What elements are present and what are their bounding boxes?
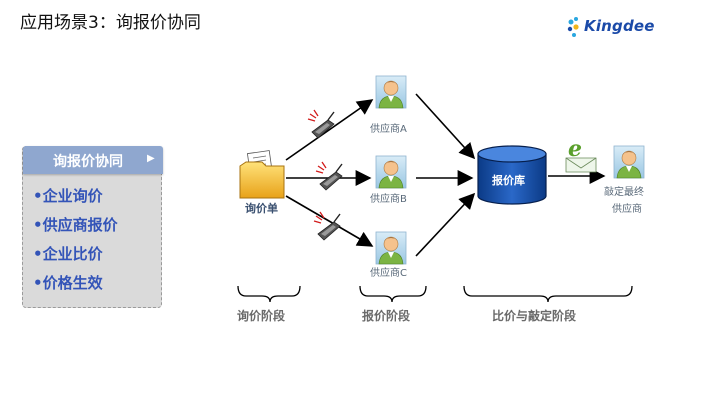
supplier-c-avatar-icon (375, 231, 407, 265)
quote-database-icon (477, 145, 547, 205)
chevron-right-icon: ▶ (147, 153, 155, 164)
panel-header-label: 询报价协同 (53, 154, 123, 170)
compare-stage-label: 比价与敲定阶段 (492, 308, 577, 323)
email-icon: e (565, 136, 597, 173)
logo-dots-icon (567, 17, 579, 37)
arrow-c-to-db (415, 192, 476, 257)
svg-text:e: e (568, 136, 582, 162)
kingdee-logo: Kingdee (566, 14, 706, 42)
logo-text: Kingdee (584, 17, 655, 35)
phone-icon (313, 211, 341, 241)
quote-stage-brace (359, 285, 427, 303)
inquiry-stage-brace (237, 285, 301, 303)
supplier-c-label: 供应商C (370, 266, 407, 279)
compare-stage-brace (463, 285, 633, 303)
panel-item-supplier-quote[interactable]: •供应商报价 (33, 216, 118, 234)
supplier-a-label: 供应商A (370, 122, 407, 135)
phone-icon (315, 161, 343, 191)
final-label-line2: 供应商 (612, 202, 642, 215)
inquiry-stage-label: 询价阶段 (237, 308, 286, 323)
supplier-b-avatar-icon (375, 155, 407, 189)
arrow-to-supplier-a (285, 99, 374, 161)
panel-item-enterprise-compare[interactable]: •企业比价 (33, 245, 103, 263)
panel-header[interactable]: 询报价协同 ▶ (23, 146, 163, 174)
supplier-b-label: 供应商B (370, 192, 407, 205)
page-title: 应用场景3：询报价协同 (20, 13, 201, 33)
scenario-panel: 询报价协同 ▶ •企业询价 •供应商报价 •企业比价 •价格生效 (22, 146, 163, 308)
supplier-a-avatar-icon (375, 75, 407, 109)
panel-item-enterprise-inquiry[interactable]: •企业询价 (33, 187, 103, 205)
inquiry-label: 询价单 (245, 201, 278, 215)
arrow-a-to-db (415, 93, 476, 160)
quote-stage-label: 报价阶段 (362, 308, 411, 323)
panel-item-price-effective[interactable]: •价格生效 (33, 274, 103, 292)
db-label: 报价库 (492, 173, 525, 187)
arrow-to-supplier-c (285, 195, 374, 247)
inquiry-folder-icon (239, 150, 285, 199)
panel-item-list: •企业询价 •供应商报价 •企业比价 •价格生效 (33, 185, 118, 301)
phone-icon (307, 109, 335, 139)
final-label-line1: 敲定最终 (604, 185, 644, 198)
final-supplier-avatar-icon (613, 145, 645, 179)
